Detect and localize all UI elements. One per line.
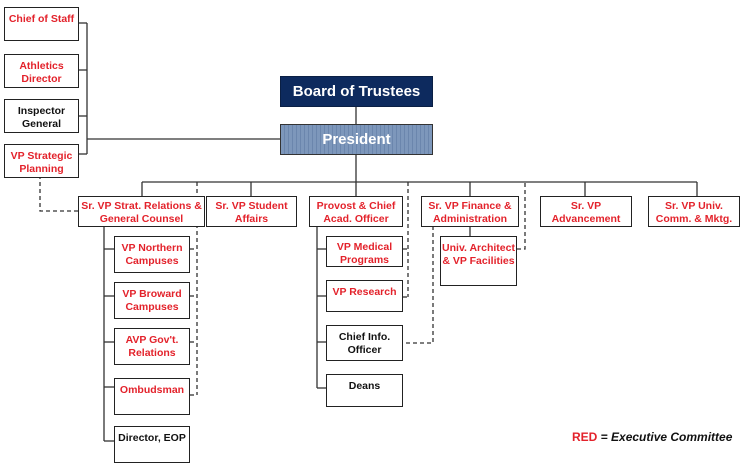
staff-box-vp-strategic-planning: VP Strategic Planning xyxy=(4,144,79,178)
box-label: VP Broward Campuses xyxy=(122,288,182,313)
box-label: AVP Gov't. Relations xyxy=(125,334,179,359)
senior-box-counsel: Sr. VP Strat. Relations & General Counse… xyxy=(78,196,205,227)
box-label: VP Northern Campuses xyxy=(121,242,183,267)
box-label: Sr. VP Student Affairs xyxy=(215,200,288,225)
senior-box-advancement: Sr. VP Advancement xyxy=(540,196,632,227)
legend-key: RED xyxy=(572,430,598,444)
box-label: Sr. VP Advancement xyxy=(551,200,621,225)
box-label: VP Medical Programs xyxy=(336,241,393,266)
box-label: Inspector General xyxy=(17,105,66,130)
box-label: Sr. VP Strat. Relations & General Counse… xyxy=(81,200,202,225)
box-label: Chief Info. Officer xyxy=(338,331,391,356)
staff-box-inspector-general: Inspector General xyxy=(4,99,79,133)
legend-text: = Executive Committee xyxy=(597,430,733,444)
box-label: VP Strategic Planning xyxy=(10,150,73,175)
counsel-report-northern: VP Northern Campuses xyxy=(114,236,190,273)
box-label: Chief of Staff xyxy=(8,13,75,25)
senior-box-student-affairs: Sr. VP Student Affairs xyxy=(206,196,297,227)
staff-box-athletics-director: Athletics Director xyxy=(4,54,79,88)
senior-box-provost: Provost & Chief Acad. Officer xyxy=(309,196,403,227)
provost-report-deans: Deans xyxy=(326,374,403,407)
box-label: Athletics Director xyxy=(19,60,64,85)
box-label: Ombudsman xyxy=(119,384,185,396)
president-box: President xyxy=(280,124,433,155)
provost-report-medical: VP Medical Programs xyxy=(326,236,403,267)
box-label: Director, EOP xyxy=(118,432,186,444)
finance-report-architect: Univ. Architect & VP Facilities xyxy=(440,236,517,286)
senior-box-comm-mktg: Sr. VP Univ. Comm. & Mktg. xyxy=(648,196,740,227)
box-label: Sr. VP Univ. Comm. & Mktg. xyxy=(655,200,733,225)
box-label: Univ. Architect & VP Facilities xyxy=(442,242,515,267)
box-label: Deans xyxy=(348,380,381,392)
president-label: President xyxy=(322,131,391,148)
staff-box-chief-of-staff: Chief of Staff xyxy=(4,7,79,41)
counsel-report-ombudsman: Ombudsman xyxy=(114,378,190,415)
counsel-report-govt-relations: AVP Gov't. Relations xyxy=(114,328,190,365)
counsel-report-broward: VP Broward Campuses xyxy=(114,282,190,319)
legend: RED = Executive Committee xyxy=(572,430,732,444)
box-label: Sr. VP Finance & Administration xyxy=(428,200,512,225)
provost-report-cio: Chief Info. Officer xyxy=(326,325,403,361)
box-label: Provost & Chief Acad. Officer xyxy=(316,200,396,225)
provost-report-research: VP Research xyxy=(326,280,403,312)
board-label: Board of Trustees xyxy=(292,83,421,100)
counsel-report-director-eop: Director, EOP xyxy=(114,426,190,463)
box-label: VP Research xyxy=(332,286,397,298)
senior-box-finance: Sr. VP Finance & Administration xyxy=(421,196,519,227)
board-of-trustees-box: Board of Trustees xyxy=(280,76,433,107)
